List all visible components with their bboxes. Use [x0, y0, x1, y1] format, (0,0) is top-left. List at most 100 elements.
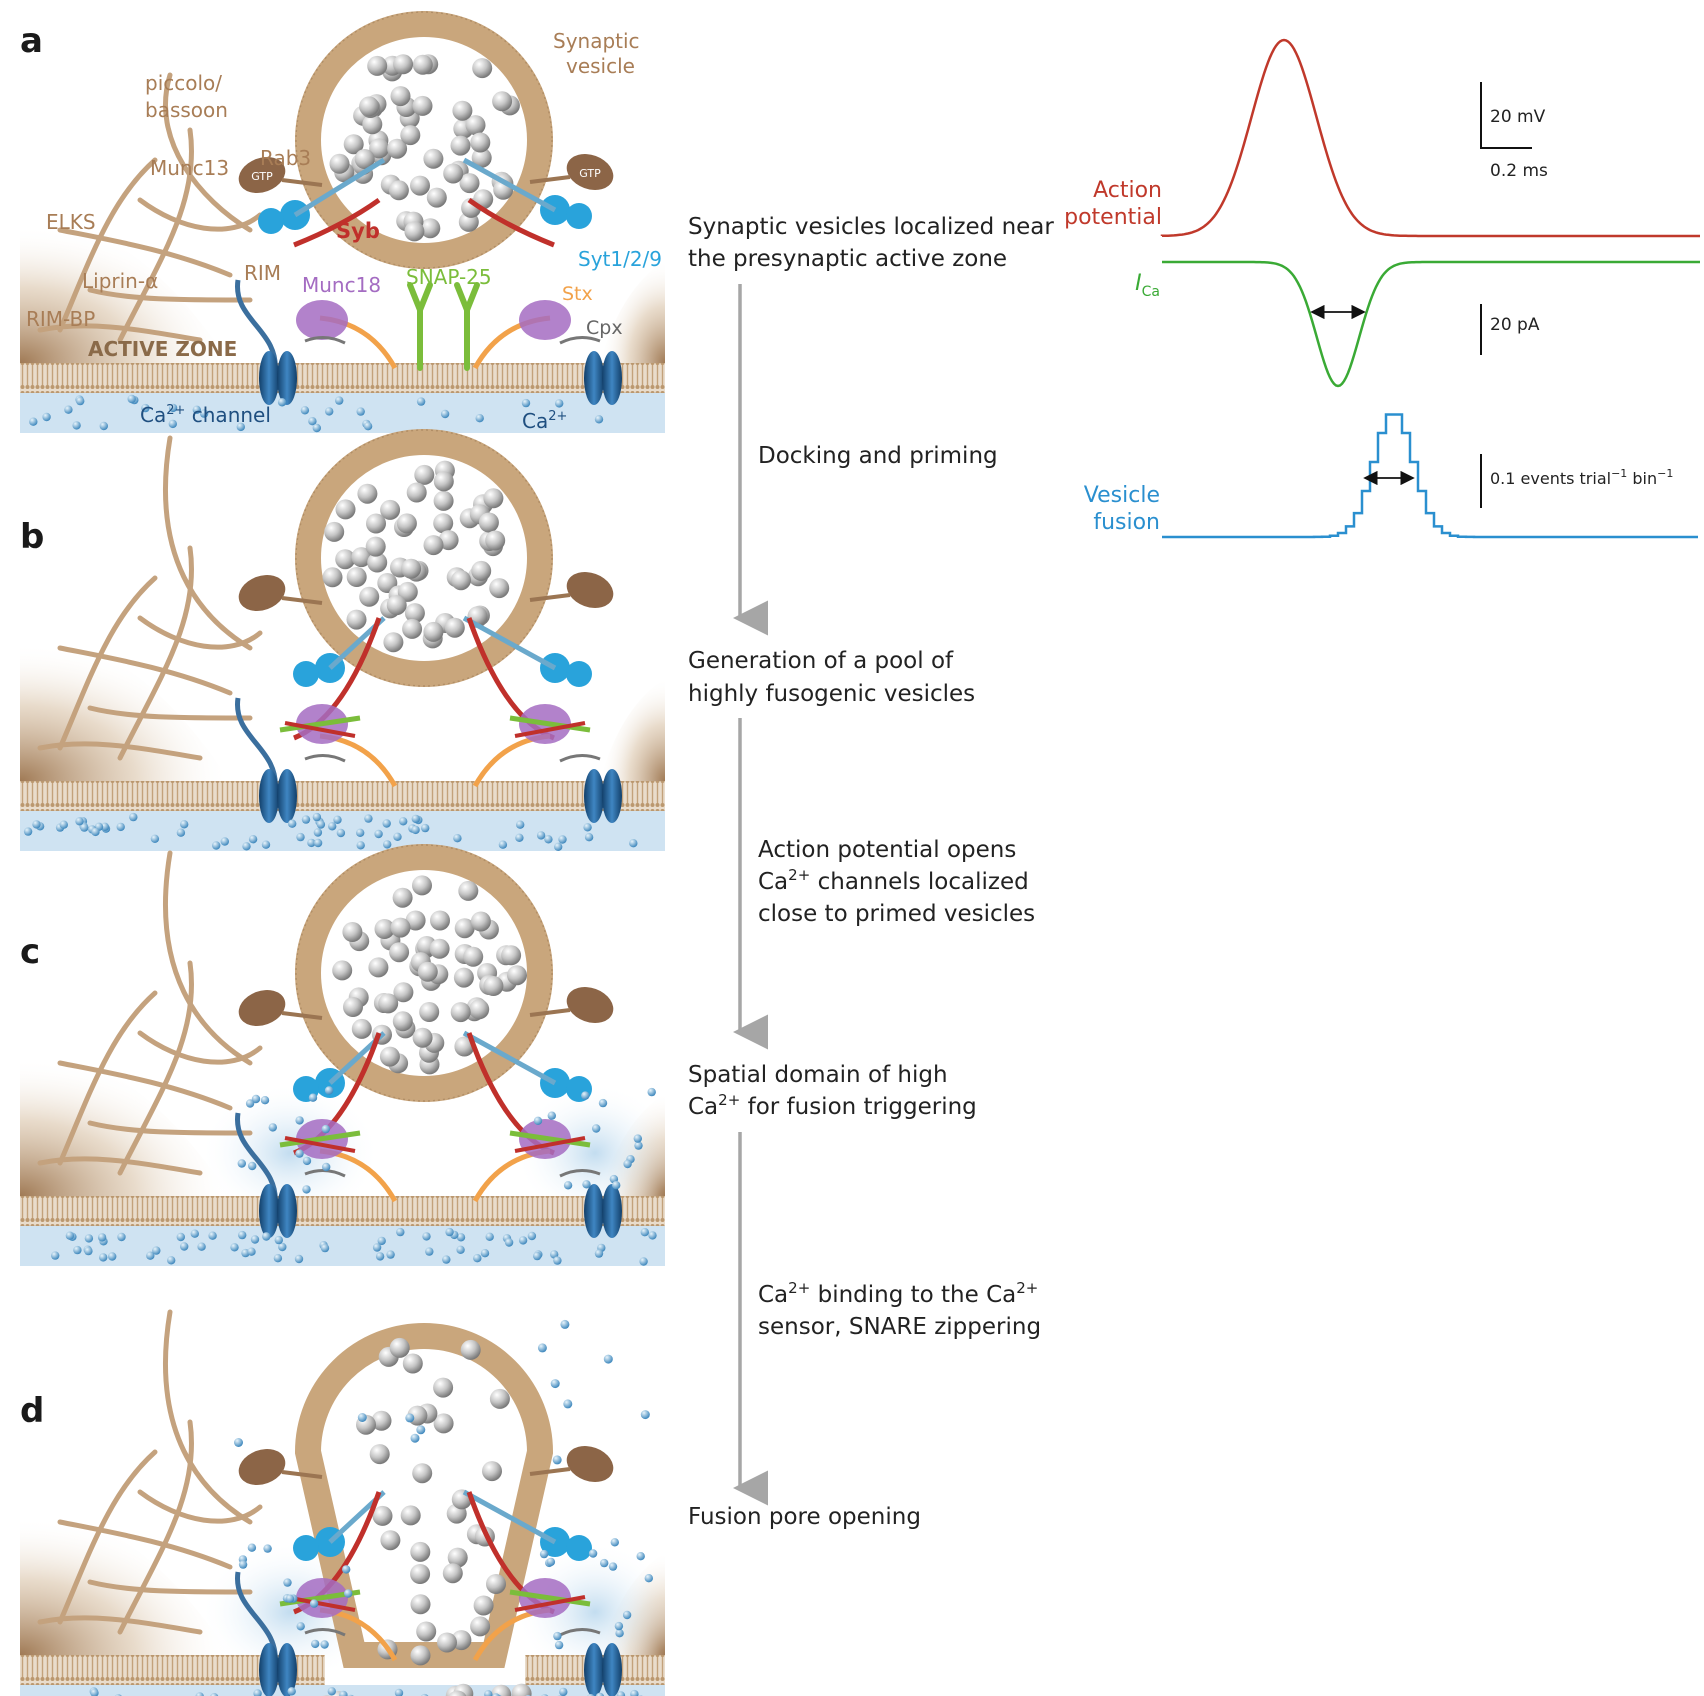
filament-1	[57, 575, 158, 751]
calcium-ion-diffusing	[550, 1379, 560, 1389]
calcium-ion	[583, 823, 592, 832]
filament-1	[57, 990, 158, 1166]
neurotransmitter	[368, 957, 389, 978]
calcium-ion	[594, 415, 604, 424]
calcium-ion	[629, 839, 638, 848]
calcium-ion	[238, 1230, 247, 1240]
calcium-ion-diffusing	[410, 1433, 420, 1443]
calcium-ion	[212, 841, 221, 850]
scale-label-pa: 20 pA	[1490, 315, 1540, 335]
transition-2-line-3: close to primed vesicles	[758, 901, 1035, 927]
calcium-ion	[559, 1687, 568, 1696]
calcium-ion	[84, 1246, 93, 1256]
filament-5	[37, 1615, 203, 1635]
extracellular-band	[20, 1685, 665, 1696]
calcium-ion	[616, 1691, 626, 1696]
synaptotagmin-linker	[462, 1030, 557, 1086]
neurotransmitter	[460, 1339, 481, 1360]
neurotransmitter	[426, 187, 447, 208]
label-piccolo-1: piccolo/	[145, 71, 222, 95]
neurotransmitter	[433, 490, 454, 511]
calcium-ion	[339, 1690, 348, 1696]
ap-label-2: potential	[1064, 205, 1162, 230]
calcium-ion-diffusing	[537, 1343, 547, 1353]
rab3-gtp	[238, 1449, 286, 1485]
calcium-ion	[393, 832, 402, 841]
filament-1	[57, 1449, 158, 1625]
step-1-line-1: Synaptic vesicles localized near	[688, 214, 1054, 240]
released-transmitter	[491, 1684, 512, 1696]
neurotransmitter	[454, 918, 475, 939]
neurotransmitter	[393, 982, 414, 1003]
neurotransmitter	[423, 621, 444, 642]
ca-channel-subunit	[259, 1184, 279, 1238]
calcium-ion	[248, 835, 258, 844]
neurotransmitter	[322, 567, 343, 588]
calcium-ion	[129, 812, 138, 822]
munc18-left	[296, 300, 348, 340]
calcium-ion-intracellular	[600, 1558, 609, 1568]
neurotransmitter	[465, 115, 486, 136]
ca-microdomain-right	[515, 1542, 675, 1682]
vesicle-outer-leaflet	[295, 844, 553, 1102]
synaptotagmin-c2b	[566, 661, 592, 687]
neurotransmitter	[335, 549, 356, 570]
neurotransmitter	[412, 875, 432, 896]
snap25	[454, 282, 480, 371]
calcium-ion	[116, 822, 125, 832]
snare-bundle-right	[514, 1136, 586, 1153]
calcium-ion-intracellular	[588, 1549, 598, 1558]
calcium-ion-intracellular	[533, 1116, 543, 1125]
calcium-ion	[364, 814, 373, 823]
snap25-complex-right	[509, 1589, 591, 1607]
complexin-right	[559, 336, 601, 345]
calcium-ion	[180, 1242, 189, 1251]
neurotransmitter	[452, 100, 473, 121]
calcium-ion	[533, 1251, 542, 1261]
calcium-ion-intracellular	[582, 1180, 591, 1189]
calcium-ion	[312, 812, 322, 822]
neurotransmitter	[469, 999, 490, 1020]
neurotransmitter	[472, 58, 493, 79]
calcium-ion	[197, 1242, 206, 1251]
label-elks: ELKS	[46, 210, 96, 234]
calcium-ion	[168, 419, 177, 429]
step-3-line-2: Ca2+ for fusion triggering	[688, 1091, 977, 1120]
calcium-ion	[527, 1231, 537, 1241]
vesicle-outer-leaflet	[295, 11, 553, 269]
ca-channel-subunit	[602, 769, 622, 823]
neurotransmitter	[482, 1461, 502, 1482]
filament-4	[87, 1579, 253, 1595]
calcium-ion-intracellular	[237, 1159, 246, 1168]
calcium-ion	[333, 815, 342, 824]
neurotransmitter	[450, 135, 471, 156]
calcium-ion	[316, 820, 326, 829]
step-2-line-1: Generation of a pool of	[688, 648, 954, 674]
calcium-ion	[29, 417, 38, 426]
calcium-ion	[485, 1232, 494, 1241]
panel-letter-d: d	[20, 1391, 44, 1431]
neurotransmitter	[365, 536, 386, 557]
calcium-ion	[356, 407, 365, 416]
neurotransmitter	[412, 54, 433, 75]
filament-0	[163, 72, 253, 233]
calcium-ion	[301, 815, 311, 824]
calcium-ion	[152, 1246, 161, 1255]
rab3-gtp	[566, 987, 614, 1023]
calcium-ion-intracellular	[295, 1116, 304, 1125]
transition-2-line-2: Ca2+ channels localized	[758, 866, 1029, 895]
calcium-ion	[335, 396, 344, 405]
calcium-ion-intracellular	[320, 1640, 329, 1649]
calcium-ion-diffusing	[603, 1354, 613, 1364]
plasma-membrane	[20, 363, 665, 393]
step-2-line-2: highly fusogenic vesicles	[688, 681, 975, 707]
calcium-ion	[399, 817, 408, 826]
panel-c	[20, 844, 675, 1266]
calcium-ion	[313, 838, 323, 848]
rab3-linker	[529, 1008, 571, 1017]
calcium-ion	[192, 405, 201, 414]
calcium-ion	[630, 1689, 639, 1696]
ca-channel-subunit	[277, 769, 297, 823]
filament-6	[117, 960, 195, 1176]
